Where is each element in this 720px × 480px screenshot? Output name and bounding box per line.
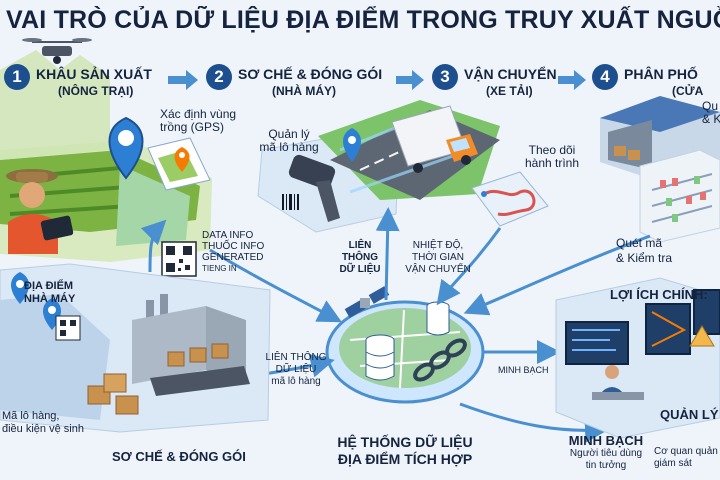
arrow-farm-up	[140, 219, 167, 273]
factory-location-label: ĐỊA ĐIỂM NHÀ MÁY	[24, 280, 75, 306]
integrated-system-line2: ĐỊA ĐIỂM TÍCH HỢP	[337, 451, 473, 467]
factory-location-line2: NHÀ MÁY	[24, 293, 76, 305]
consumer-trust-label: Người tiêu dùng tin tưởng	[556, 448, 656, 472]
step-2-subtitle: (NHÀ MÁY)	[272, 84, 336, 98]
data-link-line2: THÔNG	[341, 252, 379, 263]
step-2-number: 2	[206, 64, 232, 90]
scan-check-line2: & Kiểm tra	[616, 251, 673, 265]
integrated-system-line1: HỆ THỐNG DỮ LIỆU	[337, 434, 473, 450]
arrow-retail-to-system	[463, 234, 651, 316]
batch-label-line2: mã lô hàng	[259, 140, 319, 154]
step-arrows	[168, 70, 586, 90]
arrow-step1-step2	[168, 70, 198, 90]
step-3-title: VẬN CHUYỂN	[464, 66, 557, 82]
hygiene-label: Mã lô hàng, điều kiện vệ sinh	[2, 410, 84, 436]
store-shelves-icon	[639, 149, 720, 243]
route-map-tile	[471, 171, 549, 227]
batch-label-line1: Quản lý	[268, 127, 310, 141]
gps-label-line2: trồng (GPS)	[160, 120, 225, 134]
warning-icon	[689, 325, 715, 347]
flow-arrows	[209, 207, 651, 443]
retail-label-line1: Qu	[702, 99, 719, 113]
operator-figure	[592, 365, 644, 400]
monitor-screens-icon	[565, 289, 720, 365]
data-link-label: LIÊN THÔNG DỮ LIỆU	[334, 240, 386, 276]
retail-label: Qu & K	[702, 100, 720, 126]
barcode-scanner-icon	[282, 154, 340, 222]
location-pin-road-icon	[343, 128, 361, 162]
authority-line1: Cơ quan quản	[654, 446, 718, 457]
temperature-label: NHIỆT ĐỘ, THỜI GIAN VẬN CHUYỂN	[396, 240, 480, 276]
chain-link-icon	[413, 338, 467, 382]
data-info-line4: TIENG IN	[202, 264, 237, 273]
data-info-line3: GENERATED	[202, 252, 264, 263]
location-pin-factory-icon	[11, 272, 61, 330]
data-link-line1: LIÊN	[348, 240, 372, 251]
arrow-system-to-benefits	[459, 402, 609, 443]
consumer-trust-line1: Người tiêu dùng	[569, 448, 643, 459]
step-4-number: 4	[592, 64, 618, 90]
temperature-line1: NHIỆT ĐỘ,	[412, 240, 464, 251]
batch-link-line1: LIÊN THÔNG	[265, 352, 327, 363]
gps-map-card	[147, 137, 211, 191]
track-label-line2: hành trình	[524, 156, 580, 170]
integrated-system-label: HỆ THỐNG DỮ LIỆU ĐỊA ĐIỂM TÍCH HỢP	[330, 434, 480, 468]
temperature-line3: VẬN CHUYỂN	[405, 264, 471, 275]
gps-label: Xác định vùng trồng (GPS)	[160, 108, 236, 134]
batch-label: Quản lý mã lô hàng	[254, 128, 324, 154]
scan-check-line1: Quét mã	[616, 236, 663, 250]
conveyor-boxes-icon	[87, 343, 250, 415]
hygiene-line1: Mã lô hàng,	[2, 410, 60, 422]
arrow-route-to-system	[436, 227, 502, 306]
consumer-trust-line2: tin tưởng	[585, 460, 627, 471]
retail-label-line2: & K	[702, 112, 720, 126]
batch-link-line2: DỮ LIỆU	[275, 364, 317, 375]
truck-icon	[391, 105, 478, 173]
authority-label: Cơ quan quản giám sát	[654, 446, 718, 470]
qr-code-icon	[161, 241, 197, 277]
arrow-step3-step4	[558, 70, 586, 90]
step-3-number: 3	[432, 64, 458, 90]
arrow-step2-step3	[396, 70, 424, 90]
track-label-line1: Theo dõi	[528, 143, 576, 157]
batch-link-label: LIÊN THÔNG DỮ LIỆU mã lô hàng	[260, 352, 332, 388]
scan-check-label: Quét mã & Kiểm tra	[616, 236, 672, 266]
drone-icon	[22, 38, 92, 64]
farmer-figure	[6, 169, 74, 254]
step-1-subtitle: (NÔNG TRẠI)	[58, 84, 134, 98]
factory-location-line1: ĐỊA ĐIỂM	[24, 280, 74, 292]
satellite-icon	[344, 286, 390, 318]
data-info-line1: DATA INFO	[202, 230, 254, 241]
temperature-line2: THỜI GIAN	[412, 252, 464, 263]
data-info-line2: THUỐC INFO	[202, 241, 265, 252]
data-link-line3: DỮ LIỆU	[339, 264, 381, 275]
management-label: QUẢN LÝ	[660, 407, 719, 422]
transparency-label: MINH BẠCH	[568, 433, 644, 448]
batch-link-line3: mã lô hàng	[271, 376, 321, 387]
data-info-label: DATA INFO THUỐC INFO GENERATED TIENG IN	[202, 230, 264, 274]
processing-bottom-label: SƠ CHẾ & ĐÓNG GÓI	[112, 449, 246, 464]
step-1-number: 1	[4, 64, 30, 90]
transparency-arrow-label: MINH BẠCH	[498, 365, 549, 375]
page-title: VAI TRÒ CỦA DỮ LIỆU ĐỊA ĐIỂM TRONG TRUY …	[6, 6, 720, 34]
step-2-title: SƠ CHẾ & ĐÓNG GÓI	[238, 66, 383, 82]
benefits-heading: LỢI ÍCH CHÍNH:	[610, 287, 708, 302]
hygiene-line2: điều kiện vệ sinh	[2, 423, 84, 435]
gps-label-line1: Xác định vùng	[160, 107, 237, 121]
location-pin-farm-icon	[108, 116, 144, 180]
database-icon	[365, 301, 450, 381]
step-1-title: KHÂU SẢN XUẤT	[36, 66, 152, 82]
factory-qr-icon	[55, 315, 81, 341]
arrow-system-to-scanner	[375, 207, 400, 301]
authority-line2: giám sát	[654, 458, 692, 469]
arrow-farm-to-system	[209, 248, 342, 323]
step-4-title: PHÂN PHỐ	[624, 66, 698, 82]
step-4-subtitle: (CỬA	[672, 84, 704, 98]
step-3-subtitle: (XE TẢI)	[486, 84, 533, 98]
track-label: Theo dõi hành trình	[520, 144, 584, 170]
arrow-factory-to-system	[263, 353, 335, 378]
